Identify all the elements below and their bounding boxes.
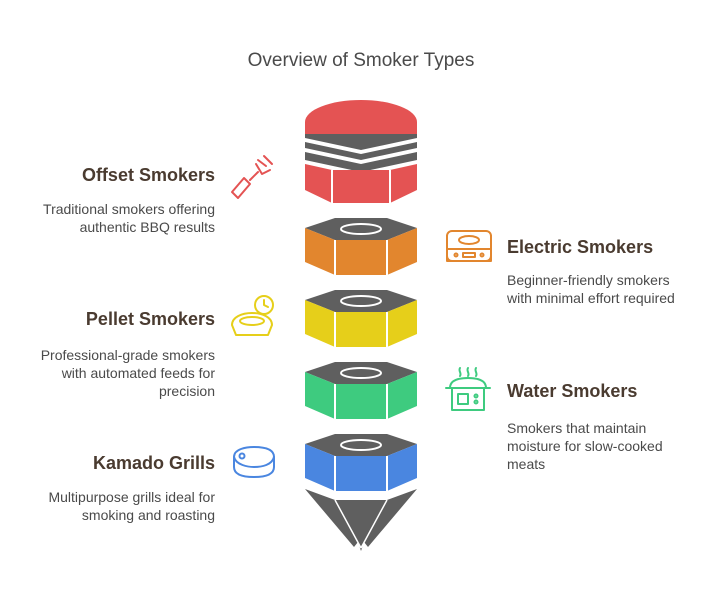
pellet-smokers-description: Professional-grade smokers with automate… [40,347,215,399]
water-segment [305,362,417,419]
electric-smoker-icon [446,230,492,262]
pellet-smokers-label: Pellet Smokers [85,309,215,329]
offset-smokers-label: Offset Smokers [81,165,215,185]
stack-tip [305,489,417,551]
offset-smokers-description: Traditional smokers offering authentic B… [43,201,215,235]
pellet-segment [305,290,417,347]
electric-smokers-description: Beginner-friendly smokers with minimal e… [507,272,675,306]
water-smokers-description: Smokers that maintain moisture for slow-… [507,420,663,472]
electric-segment [305,218,417,275]
diagram-title: Overview of Smoker Types [247,50,475,71]
water-smokers-label: Water Smokers [507,381,638,401]
kamado-segment [305,434,417,491]
timer-bowl-icon [231,295,274,336]
kamado-egg-icon [233,446,275,478]
grill-fork-icon [231,155,273,199]
kamado-grills-label: Kamado Grills [92,453,215,473]
offset-segment [305,100,417,203]
electric-smokers-label: Electric Smokers [507,237,654,257]
kamado-grills-description: Multipurpose grills ideal for smoking an… [48,489,215,523]
steaming-pot-icon [445,367,491,411]
